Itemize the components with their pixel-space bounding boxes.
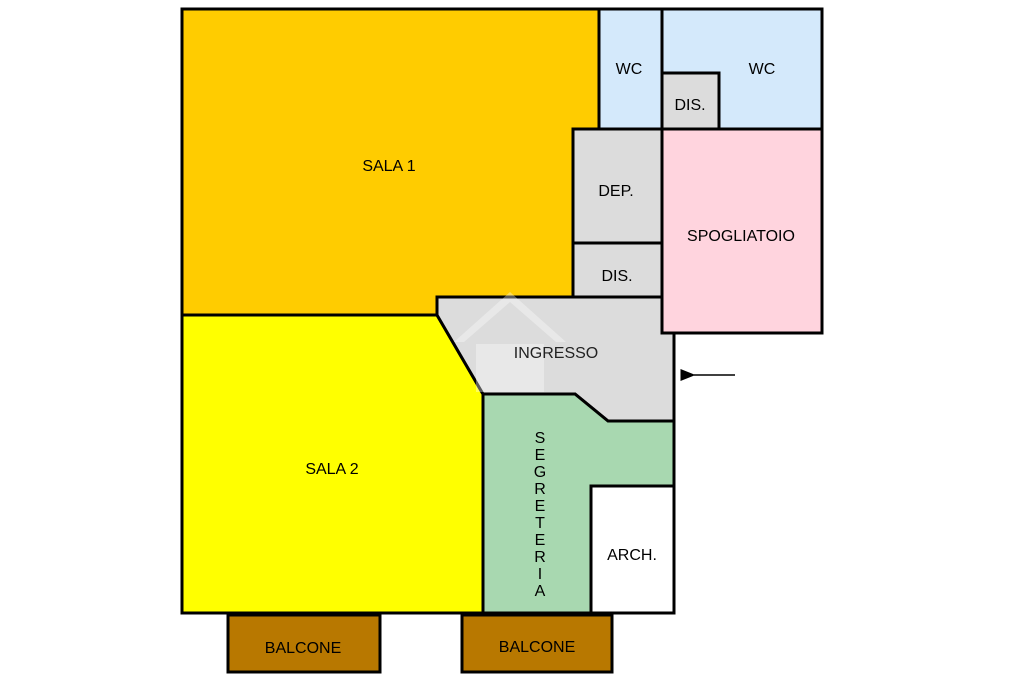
label-wc-right: WC (749, 61, 776, 78)
segreteria-letter: T (535, 515, 545, 532)
segreteria-letter: E (535, 498, 546, 515)
room-balcone-left (226, 613, 382, 674)
segreteria-letter: S (535, 430, 546, 447)
label-sala-1: SALA 1 (362, 158, 415, 175)
segreteria-letter: G (534, 464, 546, 481)
room-archivio (589, 484, 676, 615)
label-segreteria: S E G R E T E R I A (534, 430, 546, 600)
segreteria-letter: E (535, 447, 546, 464)
room-spogliatoio (660, 127, 824, 335)
label-dis-top: DIS. (674, 97, 705, 114)
segreteria-letter: A (535, 583, 546, 600)
watermark-logo (454, 292, 566, 392)
label-dis-mid: DIS. (601, 268, 632, 285)
label-ingresso: INGRESSO (514, 345, 598, 362)
segreteria-letter: R (534, 549, 546, 566)
label-archivio: ARCH. (607, 547, 657, 564)
label-spogliatoio: SPOGLIATOIO (687, 228, 795, 245)
label-balcone-left: BALCONE (265, 640, 341, 657)
label-wc-left: WC (616, 61, 643, 78)
label-dep: DEP. (598, 183, 633, 200)
segreteria-letter: I (538, 566, 542, 583)
room-balcone-right (460, 613, 614, 674)
segreteria-letter: R (534, 481, 546, 498)
segreteria-letter: E (535, 532, 546, 549)
label-balcone-right: BALCONE (499, 639, 575, 656)
label-sala-2: SALA 2 (305, 461, 358, 478)
